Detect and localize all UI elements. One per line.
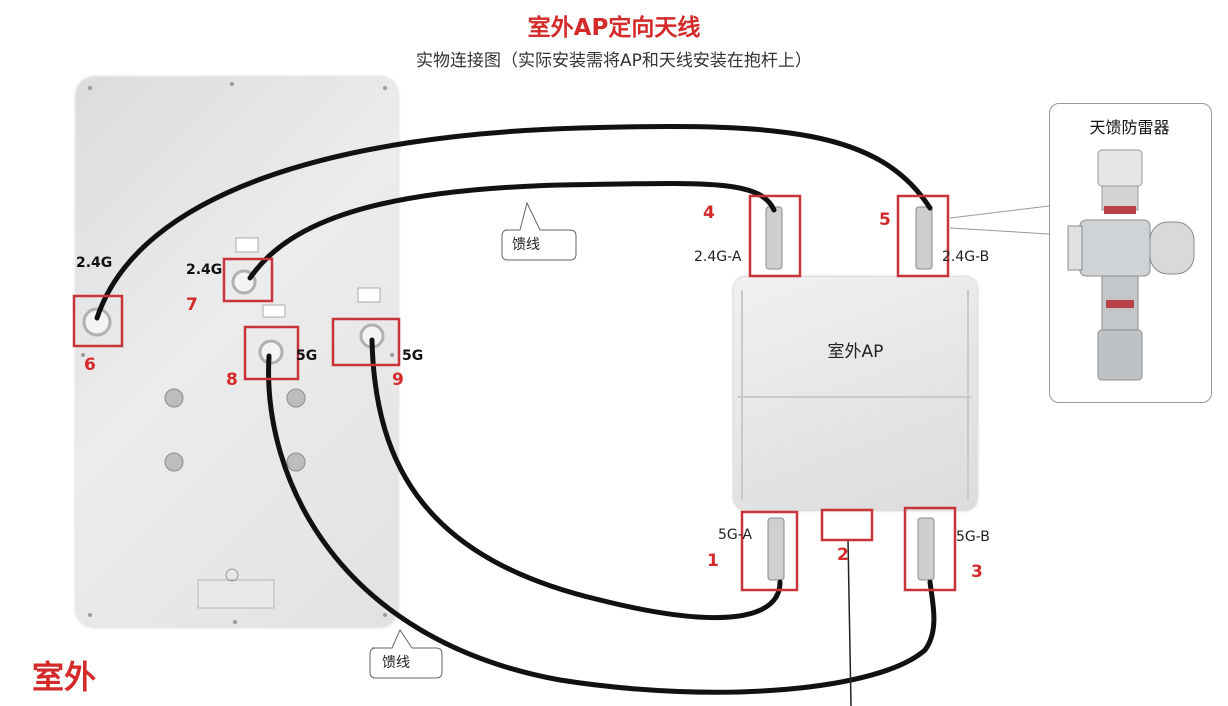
marker-7: 7 xyxy=(186,295,198,315)
ap-label: 室外AP xyxy=(827,342,884,362)
cable-8-to-3 xyxy=(266,353,937,695)
cable-7-to-4 xyxy=(247,180,777,281)
antenna-connectors xyxy=(82,237,385,365)
ap-details xyxy=(738,290,972,500)
marker-1: 1 xyxy=(707,551,719,571)
marker-2: 2 xyxy=(837,545,849,565)
outdoor-label: 室外 xyxy=(32,658,97,696)
feeder-label-top: 馈线 xyxy=(512,237,540,253)
red-highlight-boxes xyxy=(72,194,957,592)
marker-9: 9 xyxy=(392,370,404,390)
arrester-icon xyxy=(1067,149,1195,381)
marker-5: 5 xyxy=(879,210,891,230)
directional-antenna-panel xyxy=(76,77,398,627)
ap-port-2.4g-a-label: 2.4G-A xyxy=(694,249,742,265)
ground-line xyxy=(847,539,852,706)
arrester-pointer xyxy=(949,205,1050,235)
antenna-port-2.4g-a-label: 2.4G xyxy=(76,255,113,271)
diagram-title: 室外AP定向天线 xyxy=(527,15,701,41)
cable-9-to-1 xyxy=(369,337,783,621)
panel-screws xyxy=(81,82,394,624)
ap-port-5g-b-label: 5G-B xyxy=(956,529,990,545)
outdoor-ap-device xyxy=(734,277,977,510)
marker-3: 3 xyxy=(971,562,983,582)
ap-port-5g-a-label: 5G-A xyxy=(718,527,753,543)
cable-6-to-5 xyxy=(94,123,933,321)
arrester-title: 天馈防雷器 xyxy=(1089,118,1170,137)
feeder-label-bottom: 馈线 xyxy=(382,655,410,671)
marker-6: 6 xyxy=(84,355,96,375)
feeder-callouts xyxy=(369,201,577,679)
panel-sticker xyxy=(197,568,275,609)
marker-4: 4 xyxy=(703,203,715,223)
diagram-subtitle: 实物连接图（实际安装需将AP和天线安装在抱杆上） xyxy=(416,51,812,71)
ap-port-2.4g-b-label: 2.4G-B xyxy=(942,249,990,265)
antenna-port-5g-a-label: 5G xyxy=(296,348,318,364)
panel-bolts xyxy=(164,388,306,472)
ap-connectors xyxy=(765,206,935,581)
feeder-cables xyxy=(94,123,937,695)
marker-8: 8 xyxy=(226,370,238,390)
antenna-port-5g-b-label: 5G xyxy=(402,348,424,364)
antenna-port-2.4g-b-label: 2.4G xyxy=(186,262,223,278)
